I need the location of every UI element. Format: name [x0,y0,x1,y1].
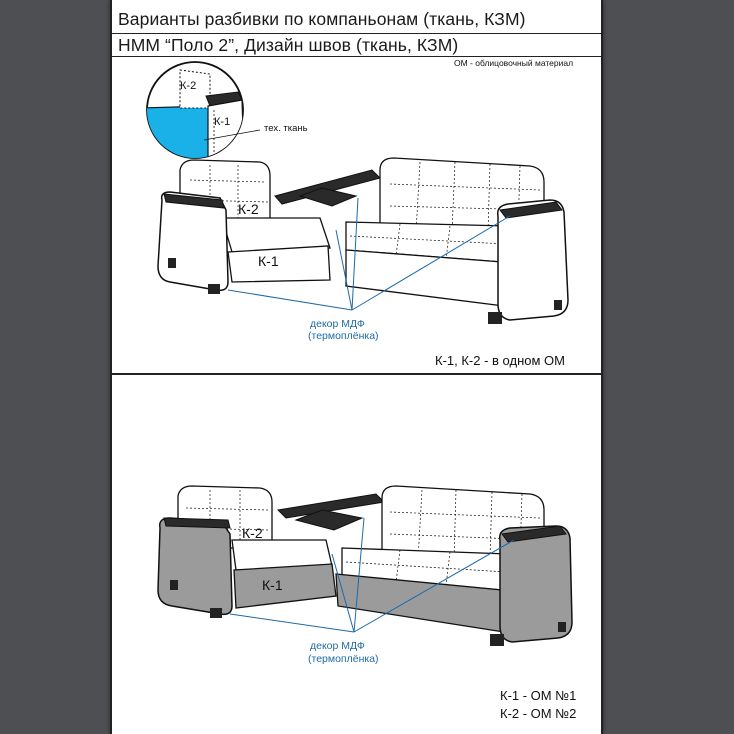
variant2-k1-label: К-1 [262,577,283,593]
sofa-variant-1-drawing [157,157,569,324]
section-divider [110,373,603,375]
variant1-k2-label: К-2 [238,201,259,217]
variant1-k1-label: К-1 [258,253,279,269]
variant2-legend-line-2: К-2 - ОМ №2 [500,706,577,721]
detail-k1-label: К-1 [214,116,231,128]
frame-right-border [601,0,603,734]
tech-fabric-label: тех. ткань [264,123,308,134]
material-note: ОМ - облицовочный материал [454,58,574,68]
variant2-k2-label: К-2 [242,525,263,541]
title-divider [110,33,603,34]
variant2-decor-line-2: (термоплёнка) [308,653,379,665]
frame-left-border [110,0,112,734]
variant1-decor-line-1: декор МДФ [310,318,365,330]
document-sheet: Варианты разбивки по компаньонам (ткань,… [110,0,603,734]
armrest-detail-drawing [146,61,261,159]
title-line-1: Варианты разбивки по компаньонам (ткань,… [118,9,526,29]
variant1-decor-line-2: (термоплёнка) [308,330,379,342]
sofa-variant-2-drawing [157,485,573,646]
variant2-legend-line-1: К-1 - ОМ №1 [500,688,577,703]
header-bottom-line [110,56,603,57]
title-line-2: НММ “Поло 2”, Дизайн швов (ткань, КЗМ) [118,35,459,55]
variant1-legend: К-1, К-2 - в одном ОМ [435,353,565,368]
variant2-decor-line-1: декор МДФ [310,640,365,652]
detail-k2-label: К-2 [180,80,197,92]
